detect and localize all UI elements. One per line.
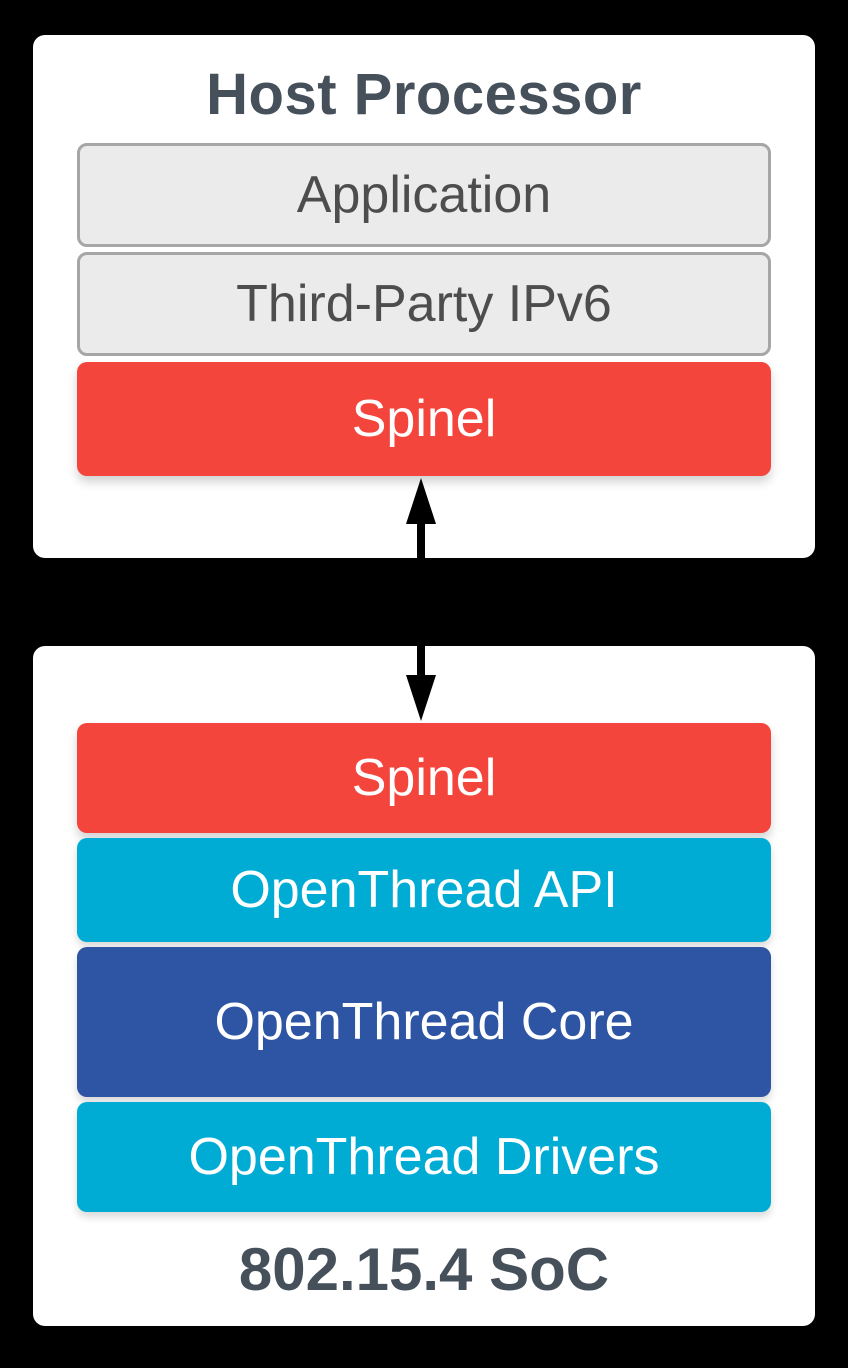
host-spinel-layer-box: Spinel <box>77 362 771 476</box>
third-party-ipv6-layer-box: Third-Party IPv6 <box>77 252 771 356</box>
openthread-core-layer-box: OpenThread Core <box>77 947 771 1097</box>
bidirectional-arrow-icon <box>406 478 436 721</box>
soc-panel: Spinel OpenThread API OpenThread Core Op… <box>33 646 815 1326</box>
openthread-drivers-layer-box: OpenThread Drivers <box>77 1102 771 1212</box>
openthread-api-layer-box: OpenThread API <box>77 838 771 942</box>
host-layer-stack: Application Third-Party IPv6 Spinel <box>77 143 771 476</box>
soc-caption: 802.15.4 SoC <box>238 1235 610 1303</box>
host-processor-title: Host Processor <box>206 62 642 127</box>
host-processor-panel: Host Processor Application Third-Party I… <box>33 35 815 558</box>
application-layer-box: Application <box>77 143 771 247</box>
soc-spinel-layer-box: Spinel <box>77 723 771 833</box>
soc-layer-stack: Spinel OpenThread API OpenThread Core Op… <box>77 723 771 1212</box>
